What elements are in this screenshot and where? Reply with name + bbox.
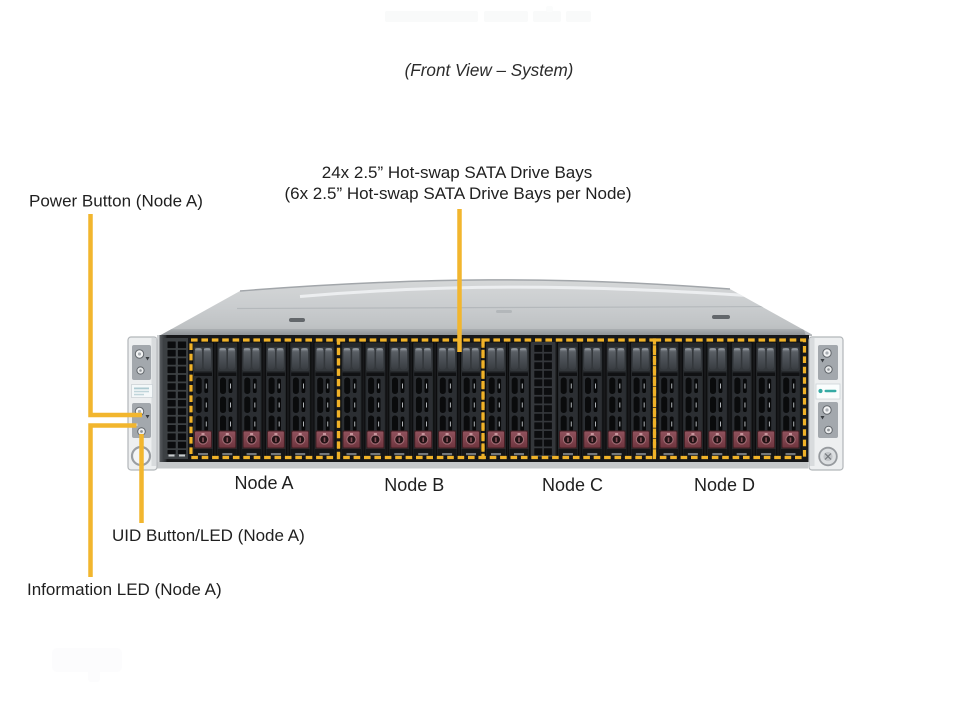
svg-text:Power Button (Node A): Power Button (Node A) — [29, 192, 203, 211]
svg-text:Node A: Node A — [234, 473, 293, 493]
svg-text:(Front View – System): (Front View – System) — [405, 61, 574, 80]
svg-text:Node D: Node D — [694, 475, 755, 495]
svg-text:Information LED (Node A): Information LED (Node A) — [27, 580, 222, 599]
svg-text:Node C: Node C — [542, 475, 603, 495]
svg-text:Node B: Node B — [384, 475, 444, 495]
svg-text:(6x 2.5” Hot-swap SATA Drive B: (6x 2.5” Hot-swap SATA Drive Bays per No… — [284, 184, 631, 203]
svg-text:24x 2.5” Hot-swap SATA Drive B: 24x 2.5” Hot-swap SATA Drive Bays — [322, 163, 593, 182]
svg-text:UID Button/LED (Node A): UID Button/LED (Node A) — [112, 526, 305, 545]
